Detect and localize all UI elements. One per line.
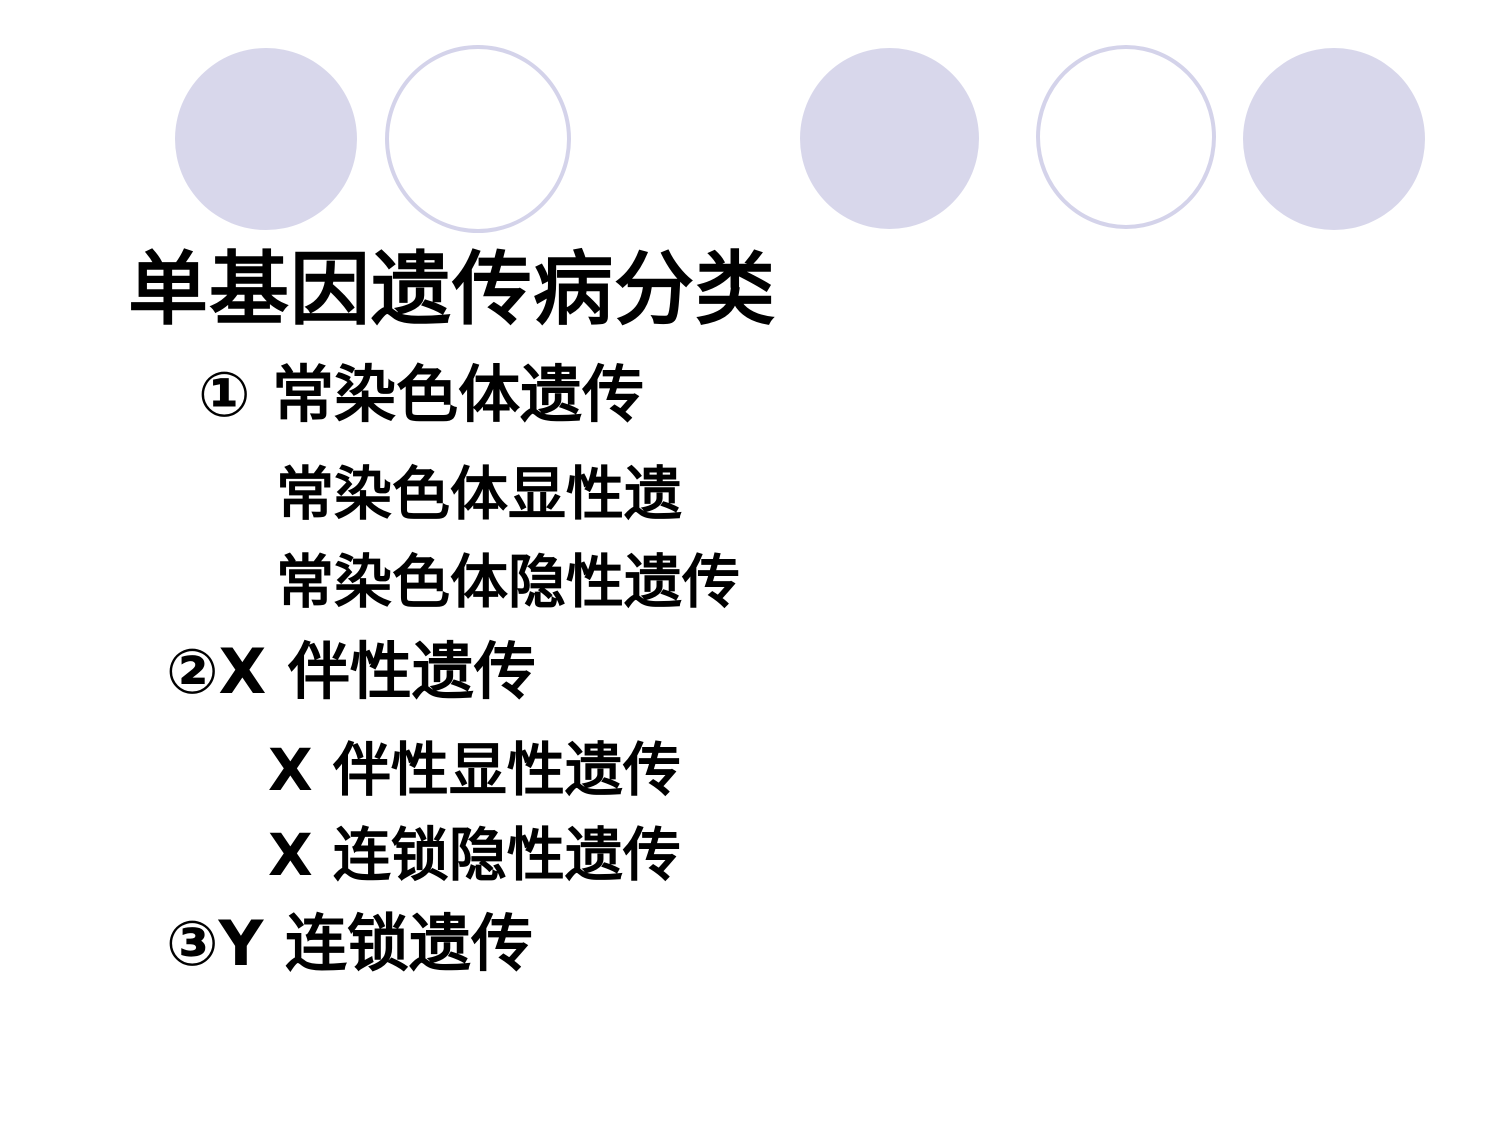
outline-item-1-sub-a: 常染色体显性遗 [276, 460, 683, 528]
outline-item-3: ③Y 连锁遗传 [166, 907, 533, 980]
outline-item-1-sub-b: 常染色体隐性遗传 [276, 548, 741, 616]
slide-title: 单基因遗传病分类 [128, 243, 776, 336]
outline-item-2-sub-a: X 伴性显性遗传 [268, 736, 681, 804]
outline-item-2-sub-b: X 连锁隐性遗传 [268, 821, 681, 889]
outline-item-2: ②X 伴性遗传 [166, 635, 536, 708]
outline-item-1: ① 常染色体遗传 [198, 358, 645, 431]
